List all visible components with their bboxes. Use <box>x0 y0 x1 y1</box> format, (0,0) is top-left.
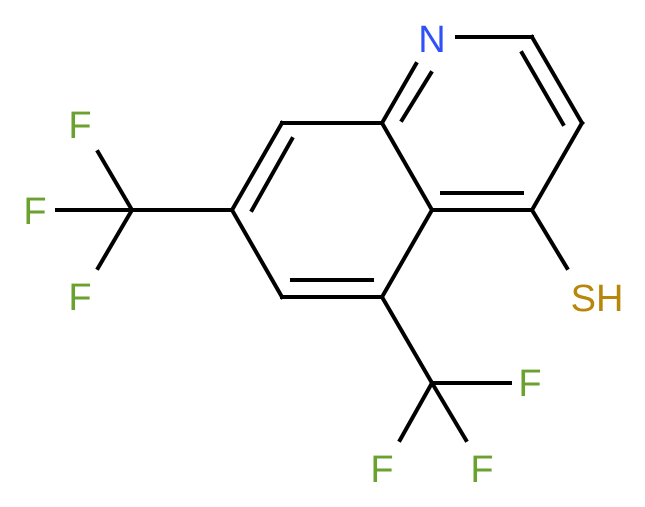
nitrogen-label: N <box>418 19 445 61</box>
bond-c8-c7 <box>229 120 285 213</box>
bond-c4-s <box>529 207 570 271</box>
fluorine-label: F <box>68 105 91 147</box>
fluorine-label: F <box>470 449 493 491</box>
bond-c8a-n-inner <box>399 70 434 123</box>
bond-c3-c4 <box>529 120 585 213</box>
bond-cf3a-f1 <box>95 149 135 213</box>
fluorine-label: F <box>68 277 91 319</box>
fluorine-label: F <box>23 191 46 233</box>
bond-c2-c3-inner <box>519 50 566 127</box>
bond-cf3b-f1 <box>397 380 435 443</box>
bonds <box>55 34 585 443</box>
bond-c8-c7-inner <box>249 136 295 213</box>
bond-c8a-n <box>379 61 419 126</box>
thiol-label: SH <box>571 278 624 320</box>
bond-c5-cf3 <box>379 294 435 386</box>
fluorine-label: F <box>518 363 541 405</box>
bond-cf3b-f2 <box>429 380 469 443</box>
fluorine-label: F <box>370 449 393 491</box>
bond-c7-c6 <box>229 207 285 300</box>
bond-c5-c4a <box>379 207 435 300</box>
bond-c4a-c8a <box>379 120 435 213</box>
bond-cf3a-f3 <box>95 207 135 271</box>
atom-labels: N SH F F F F F F <box>23 19 623 491</box>
bond-c2-c3 <box>529 34 585 126</box>
